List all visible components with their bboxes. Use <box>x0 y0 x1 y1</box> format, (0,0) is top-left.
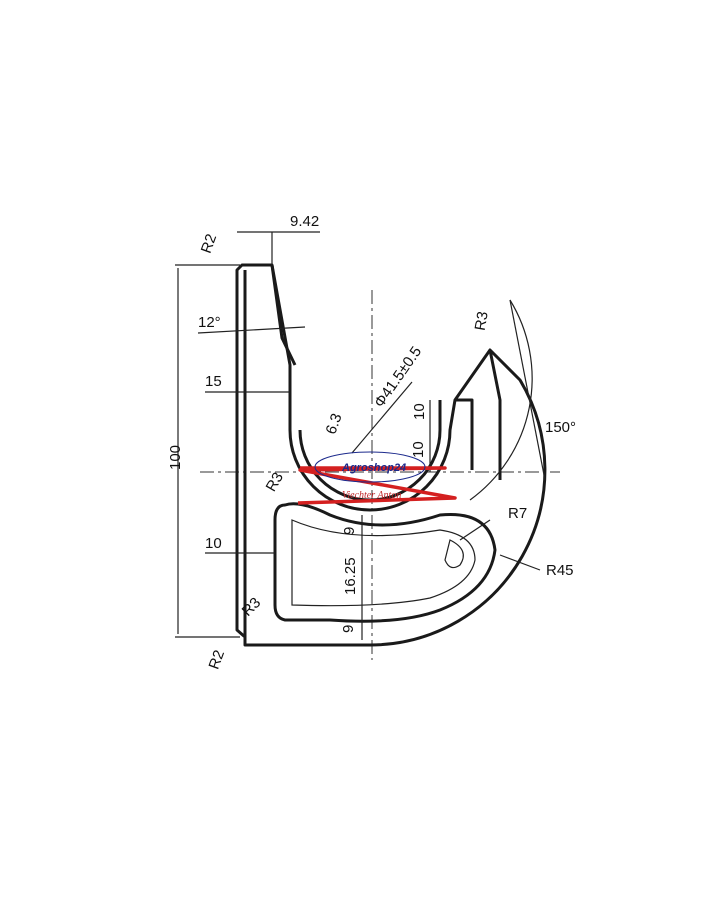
dim-r7: R7 <box>508 505 527 522</box>
slot-end <box>444 539 464 569</box>
dim-r2-bottom: R2 <box>206 648 229 672</box>
dim-hook-radius: 6.3 <box>323 411 346 436</box>
dim-inner-wall: 15 <box>205 373 222 390</box>
dim-slot-radius: R3 <box>263 470 287 495</box>
dim-web-lower: 9 <box>340 625 357 633</box>
dim-r2-top: R2 <box>198 232 221 256</box>
slot-outline <box>273 502 497 623</box>
dim-offset-upper: 10 <box>411 403 428 420</box>
dim-web-upper: 9 <box>341 527 358 535</box>
dim-r45: R45 <box>546 562 574 579</box>
watermark-logo: Agroshop24 Viechter Anton <box>297 451 457 505</box>
watermark-subtitle: Viechter Anton <box>342 490 401 501</box>
tip-edges <box>455 349 502 480</box>
dim-offset-lower: 10 <box>410 441 427 458</box>
slot-inner <box>291 519 476 607</box>
dim-tip-radius: R3 <box>472 310 492 332</box>
dim-taper-angle: 12° <box>198 314 221 331</box>
dim-hook-diameter: Φ41.5±0.5 <box>371 344 425 411</box>
dim-overall-height: 100 <box>167 445 184 470</box>
dim-slot-height: 16.25 <box>342 557 359 595</box>
watermark-brand: Agroshop24 <box>341 462 406 474</box>
taper-edge <box>270 264 297 366</box>
dim-tip-angle: 150° <box>545 419 576 436</box>
dim-slot-wall: 10 <box>205 535 222 552</box>
dim-r3-lower: R3 <box>239 594 265 620</box>
dim-top-width: 9.42 <box>290 213 319 230</box>
hook-outline <box>235 263 547 647</box>
